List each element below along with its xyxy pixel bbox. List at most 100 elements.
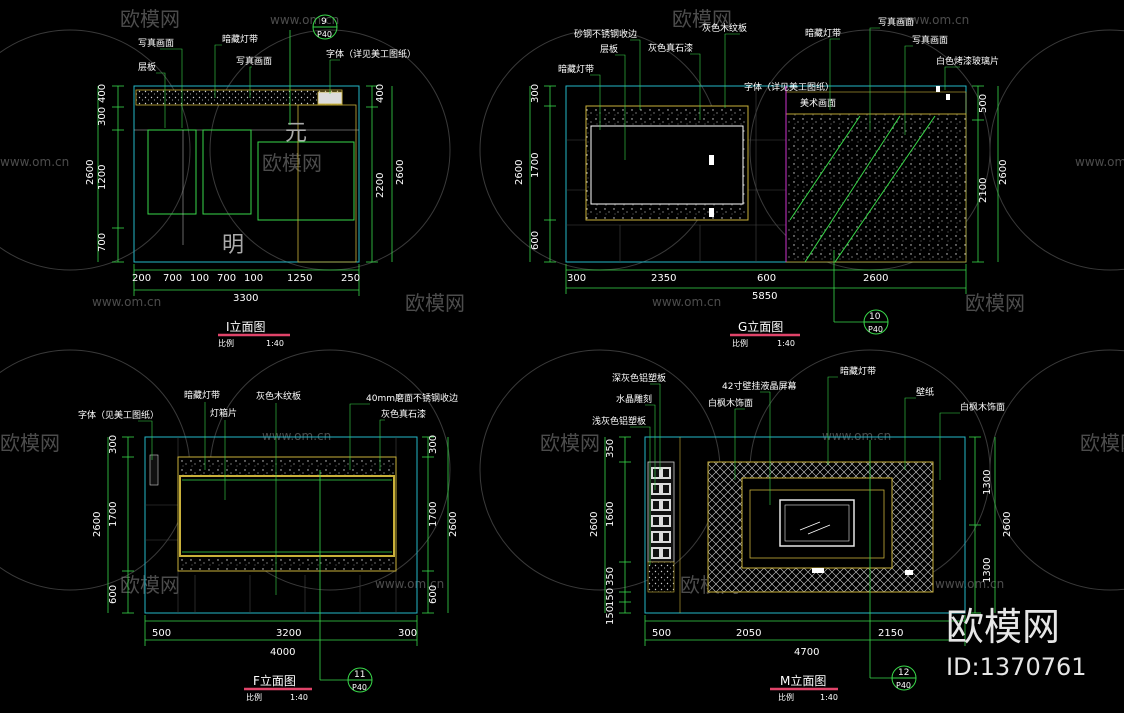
annotation: 写真画面 (236, 55, 272, 67)
annotation: 壁纸 (916, 386, 934, 398)
watermark-brand: 欧模网 (405, 291, 465, 315)
dim-bottom-total: 4000 (270, 647, 295, 658)
watermark-url: www.om.cn (270, 13, 339, 27)
dim-right: 1300 (982, 558, 993, 583)
dim-left: 150 (605, 606, 616, 625)
dim-right-total: 2600 (395, 160, 406, 185)
dim-right: 2100 (978, 178, 989, 203)
dim-left: 300 (108, 435, 119, 454)
dim-bottom: 700 (217, 273, 236, 284)
watermark-url: www.om.cn (0, 155, 69, 169)
dim-bottom: 200 (132, 273, 151, 284)
dim-left: 1700 (108, 502, 119, 527)
annotation: 字体（详见美工图纸） (744, 81, 834, 93)
annotation: 暗藏灯带 (222, 33, 258, 45)
annotation: 深灰色铝塑板 (612, 372, 666, 384)
scale-value: 1:40 (266, 339, 284, 348)
scale-value: 1:40 (290, 693, 308, 702)
watermark-url: www.om.cn (1075, 155, 1124, 169)
wall-outline (133, 85, 360, 263)
watermark-url: www.om.cn (652, 295, 721, 309)
dim-right: 1300 (982, 470, 993, 495)
annotation: 写真画面 (912, 34, 948, 46)
dim-right: 2200 (375, 173, 386, 198)
dim-right: 300 (428, 435, 439, 454)
watermark-brand: 欧模网 (540, 431, 600, 455)
callout-sheet: P40 (317, 30, 332, 39)
dim-bottom-total: 5850 (752, 291, 777, 302)
wall-outline (144, 436, 418, 614)
annotation: 灰色木纹板 (702, 22, 747, 34)
annotation: 砂钢不锈钢收边 (574, 28, 637, 40)
dim-right: 1700 (428, 502, 439, 527)
watermark-brand: 欧模网 (672, 7, 732, 31)
dim-bottom: 2050 (736, 628, 761, 639)
callout-sheet: P40 (868, 325, 883, 334)
callout-number: 9 (321, 17, 327, 27)
dim-bottom: 300 (398, 628, 417, 639)
dim-bottom: 250 (341, 273, 360, 284)
dim-bottom: 500 (152, 628, 171, 639)
scale-label: 比例 (778, 692, 794, 702)
sign-char: 元 (285, 121, 307, 146)
annotation: 层板 (138, 61, 156, 73)
annotation: 字体（见美工图纸） (78, 409, 159, 421)
elevation-m: 12 P40 深灰色铝塑板 水晶雕刻 浅灰色铝塑板 42寸壁挂液晶屏幕 白枫木饰… (589, 365, 1013, 702)
view-title: M立面图 (780, 673, 826, 688)
dim-right: 500 (978, 94, 989, 113)
dim-left: 350 (605, 439, 616, 458)
annotation: 浅灰色铝塑板 (592, 415, 646, 427)
dim-left: 1600 (605, 502, 616, 527)
view-title: G立面图 (738, 319, 783, 334)
annotation: 42寸壁挂液晶屏幕 (722, 380, 796, 392)
dim-left: 600 (530, 231, 541, 250)
wall-outline (644, 436, 966, 614)
dim-left: 1700 (530, 153, 541, 178)
dim-left: 700 (97, 233, 108, 252)
annotation: 字体（详见美工图纸） (326, 48, 416, 60)
watermark-brand: 欧模网 (0, 431, 60, 455)
dim-left: 350 (605, 567, 616, 586)
annotation: 暗藏灯带 (805, 27, 841, 39)
sign-char: 明 (222, 233, 244, 258)
dim-left: 400 (97, 84, 108, 103)
callout-sheet: P40 (896, 681, 911, 690)
dim-right-total: 2600 (1002, 512, 1013, 537)
dim-bottom: 2350 (651, 273, 676, 284)
annotation: 灯箱片 (210, 407, 237, 419)
annotation: 白枫木饰面 (708, 397, 753, 409)
dim-right-total: 2600 (998, 160, 1009, 185)
dim-left: 150 (605, 588, 616, 607)
dim-left-total: 2600 (92, 512, 103, 537)
watermark-brand: 欧模网 (120, 7, 180, 31)
annotation: 水晶雕刻 (616, 393, 652, 405)
dim-bottom: 700 (163, 273, 182, 284)
callout-number: 11 (354, 670, 365, 680)
watermark-url: www.om.cn (822, 429, 891, 443)
annotation: 层板 (600, 43, 618, 55)
lightbox-panel (590, 125, 744, 205)
annotation: 白枫木饰面 (960, 401, 1005, 413)
dim-left: 600 (108, 585, 119, 604)
view-title: F立面图 (253, 673, 296, 688)
watermark-url: www.om.cn (935, 577, 1004, 591)
dim-left-total: 2600 (85, 160, 96, 185)
poster-wall (785, 113, 967, 263)
dim-bottom: 2600 (863, 273, 888, 284)
elevation-f: 11 P40 字体（见美工图纸） 暗藏灯带 灯箱片 灰色木纹板 40mm磨面不锈… (78, 389, 459, 702)
annotation: 灰色木纹板 (256, 390, 301, 402)
dim-bottom: 100 (190, 273, 209, 284)
watermark-url: www.om.cn (900, 13, 969, 27)
annotation: 白色烤漆玻璃片 (936, 55, 999, 67)
elevation-g: 10 P40 砂钢不锈钢收边 灰色木纹板 暗藏灯带 写真画面 层板 灰色真石漆 … (514, 16, 1009, 348)
dim-bottom: 1250 (287, 273, 312, 284)
callout-number: 10 (869, 312, 881, 322)
dim-left: 300 (530, 84, 541, 103)
dim-bottom-total: 3300 (233, 293, 258, 304)
watermark-url: www.om.cn (375, 577, 444, 591)
dim-right: 600 (428, 585, 439, 604)
annotation: 灰色真石漆 (648, 42, 693, 54)
callout-sheet: P40 (352, 683, 367, 692)
view-title: I立面图 (226, 319, 266, 334)
dim-right: 400 (375, 84, 386, 103)
